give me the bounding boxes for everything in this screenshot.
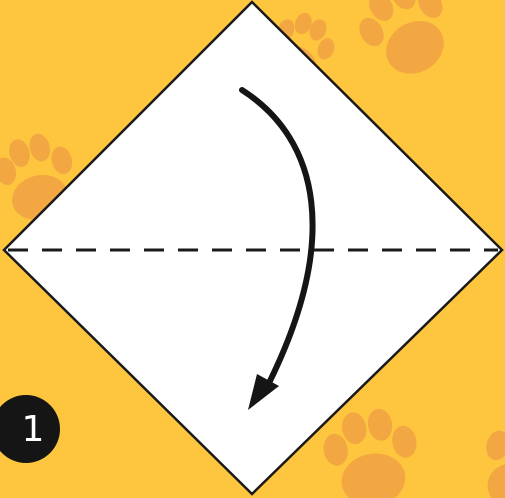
paw-print-icon	[346, 0, 467, 89]
paw-print-icon	[318, 402, 426, 498]
paw-print-icon	[471, 415, 505, 498]
step-number: 1	[22, 409, 45, 450]
paper-square	[4, 2, 502, 494]
